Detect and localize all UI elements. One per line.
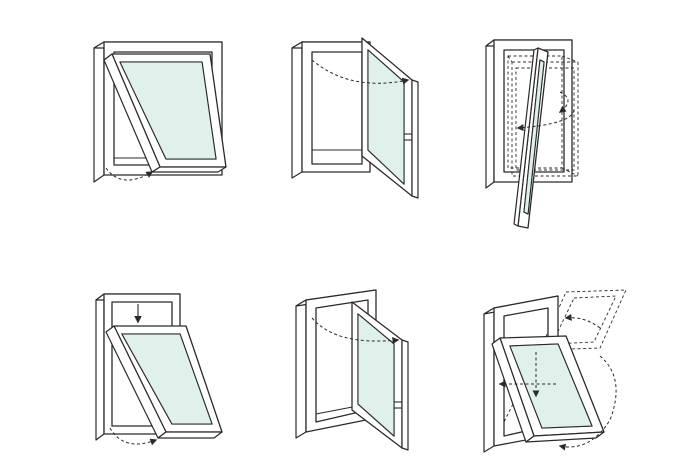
opening-arrow: [564, 313, 601, 329]
opening-arrow: [105, 167, 154, 181]
opened-sash: [361, 37, 419, 199]
opened-sash: [105, 325, 223, 439]
opened-sash: [491, 335, 605, 443]
window-tilt-turn: [483, 289, 627, 453]
window-frame: [93, 41, 223, 183]
opened-sash: [513, 47, 549, 229]
opening-arrow: [311, 59, 410, 85]
window-frame: [291, 41, 371, 179]
opened-sash: [351, 301, 409, 451]
window-frame: [485, 39, 573, 189]
opening-arrow-upper: [558, 91, 569, 113]
window-top-hung-sliding: [95, 293, 223, 446]
opening-arrow: [311, 317, 400, 345]
window-pivot-vertical: [485, 39, 579, 229]
rotation-arc: [558, 355, 617, 451]
opening-arrow: [109, 427, 158, 446]
opened-sash: [103, 53, 227, 173]
window-side-hung: [291, 37, 419, 199]
window-top-hung: [93, 41, 227, 183]
opening-arrow-lower: [516, 109, 575, 132]
window-side-hung-inward: [295, 289, 409, 451]
